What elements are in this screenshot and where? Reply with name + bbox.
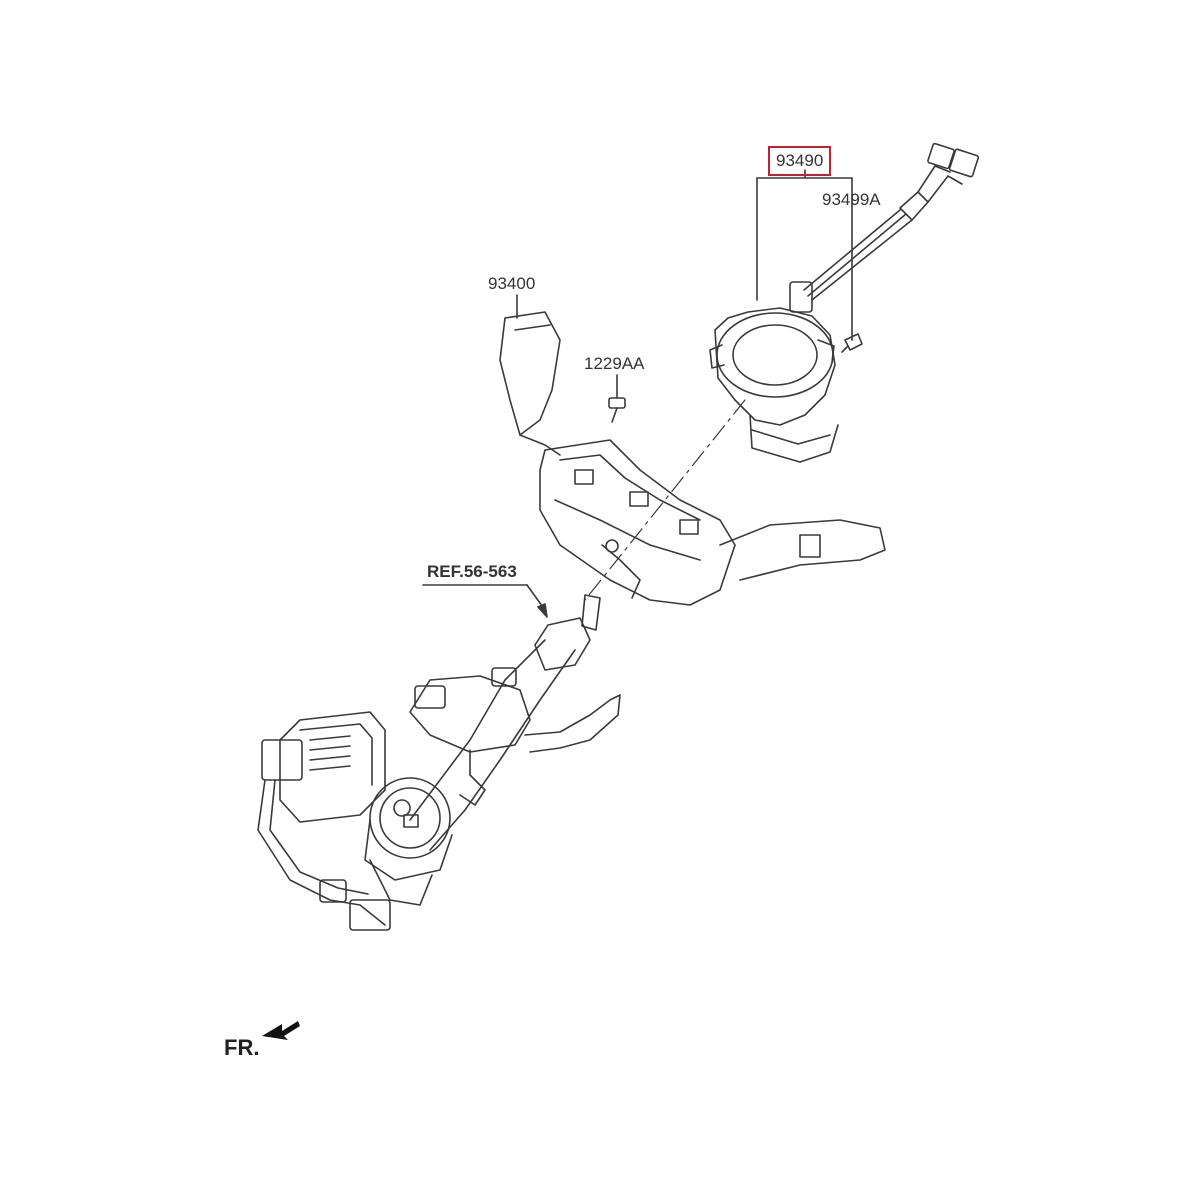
- multifunction-switch-body: [499, 311, 886, 606]
- bolt-1229AA: [608, 397, 626, 423]
- arrow-icon: [262, 1021, 300, 1040]
- assembly-axis-line: [584, 399, 746, 601]
- eps-control-unit: [257, 711, 391, 931]
- callout-reference: REF.56-563: [427, 562, 517, 581]
- reference-leader: [422, 584, 548, 618]
- callout-93490: 93490: [768, 146, 832, 176]
- steering-column: [409, 594, 621, 851]
- callout-93400: 93400: [488, 274, 536, 293]
- front-direction-label: FR.: [224, 1035, 260, 1060]
- callout-93499A: 93499A: [822, 190, 881, 209]
- screw-93499A: [841, 333, 863, 353]
- eps-motor: [364, 777, 453, 906]
- callout-1229AA: 1229AA: [584, 354, 645, 373]
- clock-spring-assembly: [709, 142, 980, 463]
